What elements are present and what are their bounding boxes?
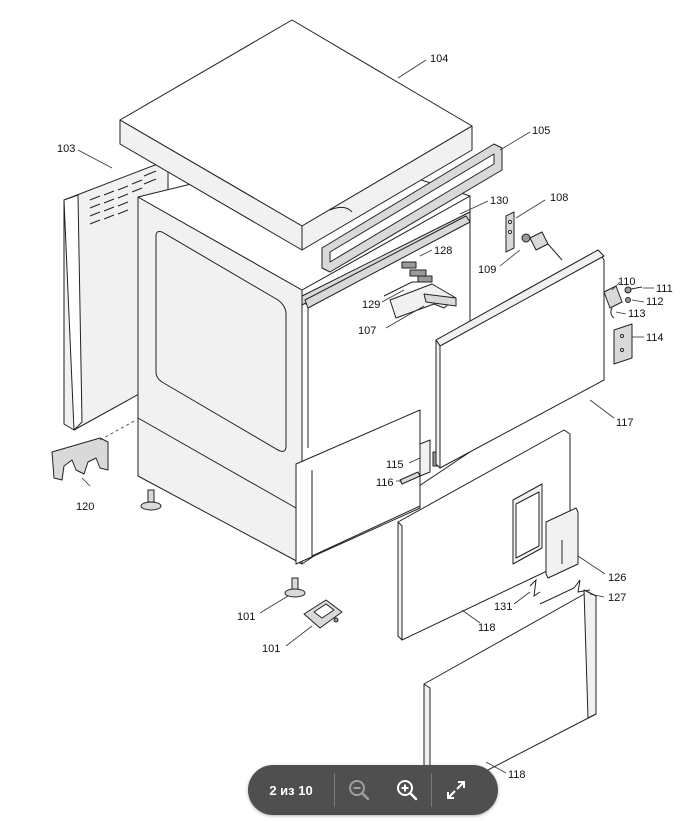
label-130: 130 xyxy=(490,195,508,207)
pin-116 xyxy=(399,471,421,485)
label-127: 127 xyxy=(608,592,626,604)
label-116: 116 xyxy=(376,477,394,489)
label-107: 107 xyxy=(358,325,376,337)
fullscreen-button[interactable] xyxy=(432,765,480,815)
roller-109 xyxy=(521,231,563,261)
spring-131 xyxy=(529,578,541,598)
hinge-parts-128-129 xyxy=(383,261,433,297)
zoom-out-icon xyxy=(349,780,370,801)
bracket-114 xyxy=(613,323,633,365)
label-103: 103 xyxy=(57,143,75,155)
zoom-in-icon xyxy=(397,780,418,801)
bracket-120 xyxy=(51,419,137,481)
gasket-105 xyxy=(321,143,503,273)
viewer-toolbar: 2 из 10 xyxy=(248,765,498,815)
label-118-panel: 118 xyxy=(478,622,496,634)
label-126: 126 xyxy=(608,572,626,584)
rail-130 xyxy=(304,215,471,309)
label-105: 105 xyxy=(532,125,550,137)
label-101-bracket: 101 xyxy=(262,643,280,655)
label-108: 108 xyxy=(550,192,568,204)
top-lid-104 xyxy=(119,19,473,251)
label-117: 117 xyxy=(616,417,634,429)
label-114: 114 xyxy=(646,332,664,344)
page-indicator: 2 из 10 xyxy=(269,782,313,798)
expand-icon xyxy=(447,781,465,799)
label-120: 120 xyxy=(76,501,94,513)
label-128: 128 xyxy=(434,245,452,257)
label-118-kick: 118 xyxy=(508,769,526,781)
toolbar-divider xyxy=(334,773,335,807)
label-129: 129 xyxy=(362,299,380,311)
foot-101 xyxy=(284,577,306,598)
label-112: 112 xyxy=(646,296,664,308)
hinge-parts-110-113 xyxy=(603,285,643,319)
label-131: 131 xyxy=(494,601,512,613)
label-109: 109 xyxy=(478,264,496,276)
label-111: 111 xyxy=(656,283,673,295)
label-113: 113 xyxy=(628,308,646,320)
label-104: 104 xyxy=(430,53,448,65)
label-115: 115 xyxy=(386,459,404,471)
leader-lines xyxy=(77,59,654,774)
lower-panel-118 xyxy=(397,429,571,641)
plate-108 xyxy=(505,211,515,253)
spring-127 xyxy=(539,579,591,605)
label-101-foot: 101 xyxy=(237,611,255,623)
zoom-out-button[interactable] xyxy=(335,765,383,815)
toolbar-divider xyxy=(431,773,432,807)
support-107 xyxy=(389,283,457,319)
zoom-in-button[interactable] xyxy=(383,765,431,815)
foot-101-left xyxy=(140,489,162,511)
label-110: 110 xyxy=(618,276,636,288)
foot-bracket-101 xyxy=(303,599,343,629)
cover-126 xyxy=(545,507,579,579)
part-labels: 104 103 105 108 130 128 109 110 111 112 … xyxy=(57,53,673,781)
door-panel-117 xyxy=(435,249,605,469)
